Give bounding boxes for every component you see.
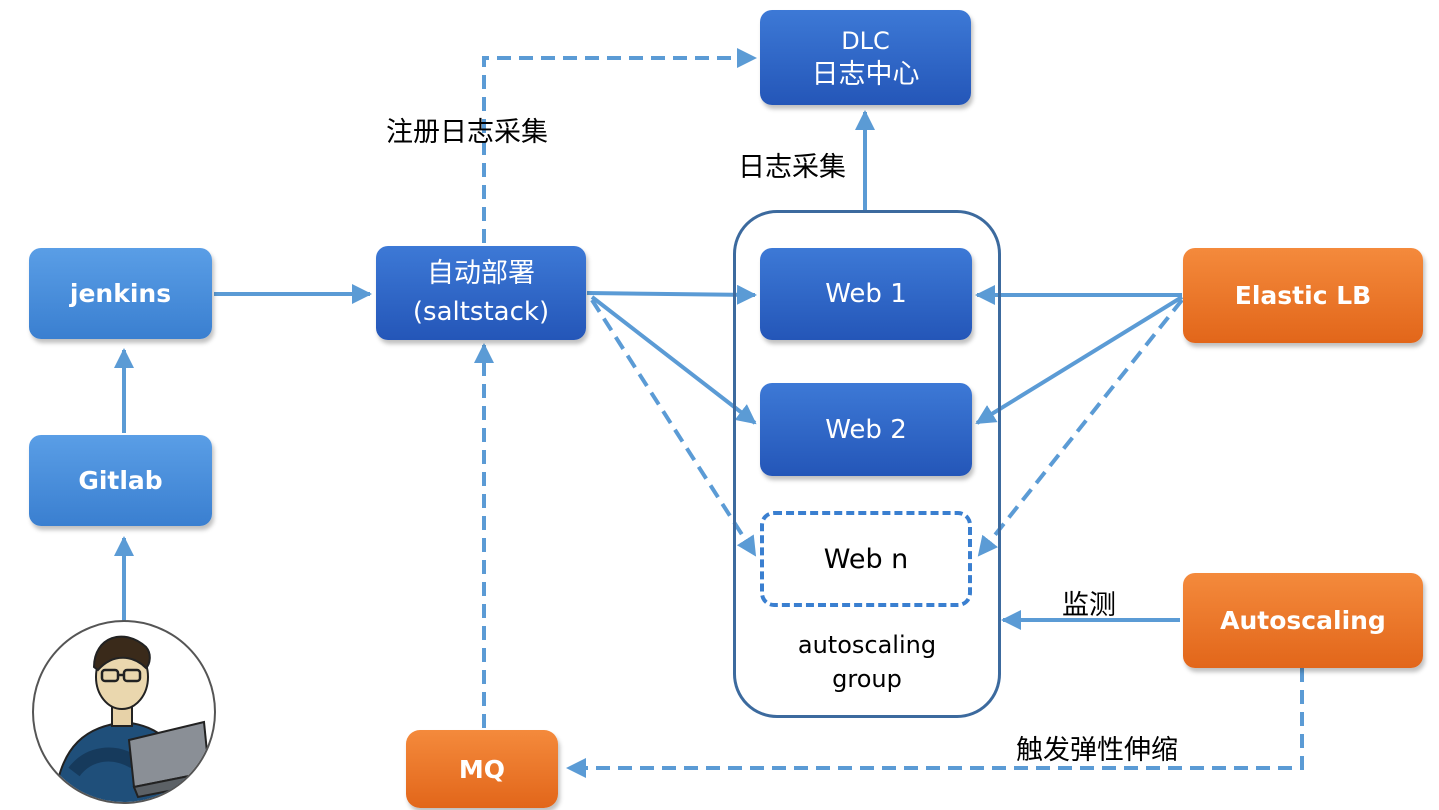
edge-deploy-web1 xyxy=(586,284,757,305)
gitlab-node[interactable]: Gitlab xyxy=(29,435,212,526)
elastic-lb-label: Elastic LB xyxy=(1234,281,1372,310)
autoscaling-node[interactable]: Autoscaling xyxy=(1183,573,1423,668)
web1-label: Web 1 xyxy=(825,279,907,309)
elastic-lb-node[interactable]: Elastic LB xyxy=(1183,248,1423,343)
edge-deploy-web2 xyxy=(590,295,757,425)
autoscaling-group-label: autoscaling group xyxy=(797,631,937,693)
deploy-saltstack-node[interactable]: 自动部署 (saltstack) xyxy=(376,246,586,340)
webn-label: Web n xyxy=(823,543,909,575)
web2-node[interactable]: Web 2 xyxy=(760,383,972,476)
autoscaling-label: Autoscaling xyxy=(1220,606,1386,635)
gitlab-label: Gitlab xyxy=(78,466,163,495)
dlc-log-center-node[interactable]: DLC 日志中心 xyxy=(760,10,971,105)
edge-lb-web2 xyxy=(975,295,1184,425)
dlc-label: DLC xyxy=(841,26,890,55)
edge-deploy-webn xyxy=(590,298,757,557)
jenkins-node[interactable]: jenkins xyxy=(29,248,212,339)
developer-avatar-icon xyxy=(53,635,214,802)
edge-lb-webn xyxy=(977,298,1184,557)
webn-node[interactable]: Web n xyxy=(760,511,972,607)
mq-label: MQ xyxy=(458,754,506,784)
edge-deploy-dlc-register xyxy=(482,48,757,243)
jenkins-label: jenkins xyxy=(69,279,172,308)
mq-node[interactable]: MQ xyxy=(406,730,558,808)
autoscaling-group-container xyxy=(733,210,1001,718)
log-center-label: 日志中心 xyxy=(811,58,920,90)
log-collect-label: 日志采集 xyxy=(738,145,846,184)
edge-autoscaling-mq xyxy=(566,668,1304,778)
register-log-label: 注册日志采集 xyxy=(386,117,548,148)
monitor-label: 监测 xyxy=(1062,590,1116,621)
web1-node[interactable]: Web 1 xyxy=(760,248,972,340)
web2-label: Web 2 xyxy=(825,414,907,445)
deploy-label-saltstack: (saltstack) xyxy=(412,297,550,327)
deploy-label-cn: 自动部署 xyxy=(427,258,535,289)
trigger-scaling-label: 触发弹性伸缩 xyxy=(1016,735,1178,766)
developer-avatar xyxy=(32,620,216,804)
